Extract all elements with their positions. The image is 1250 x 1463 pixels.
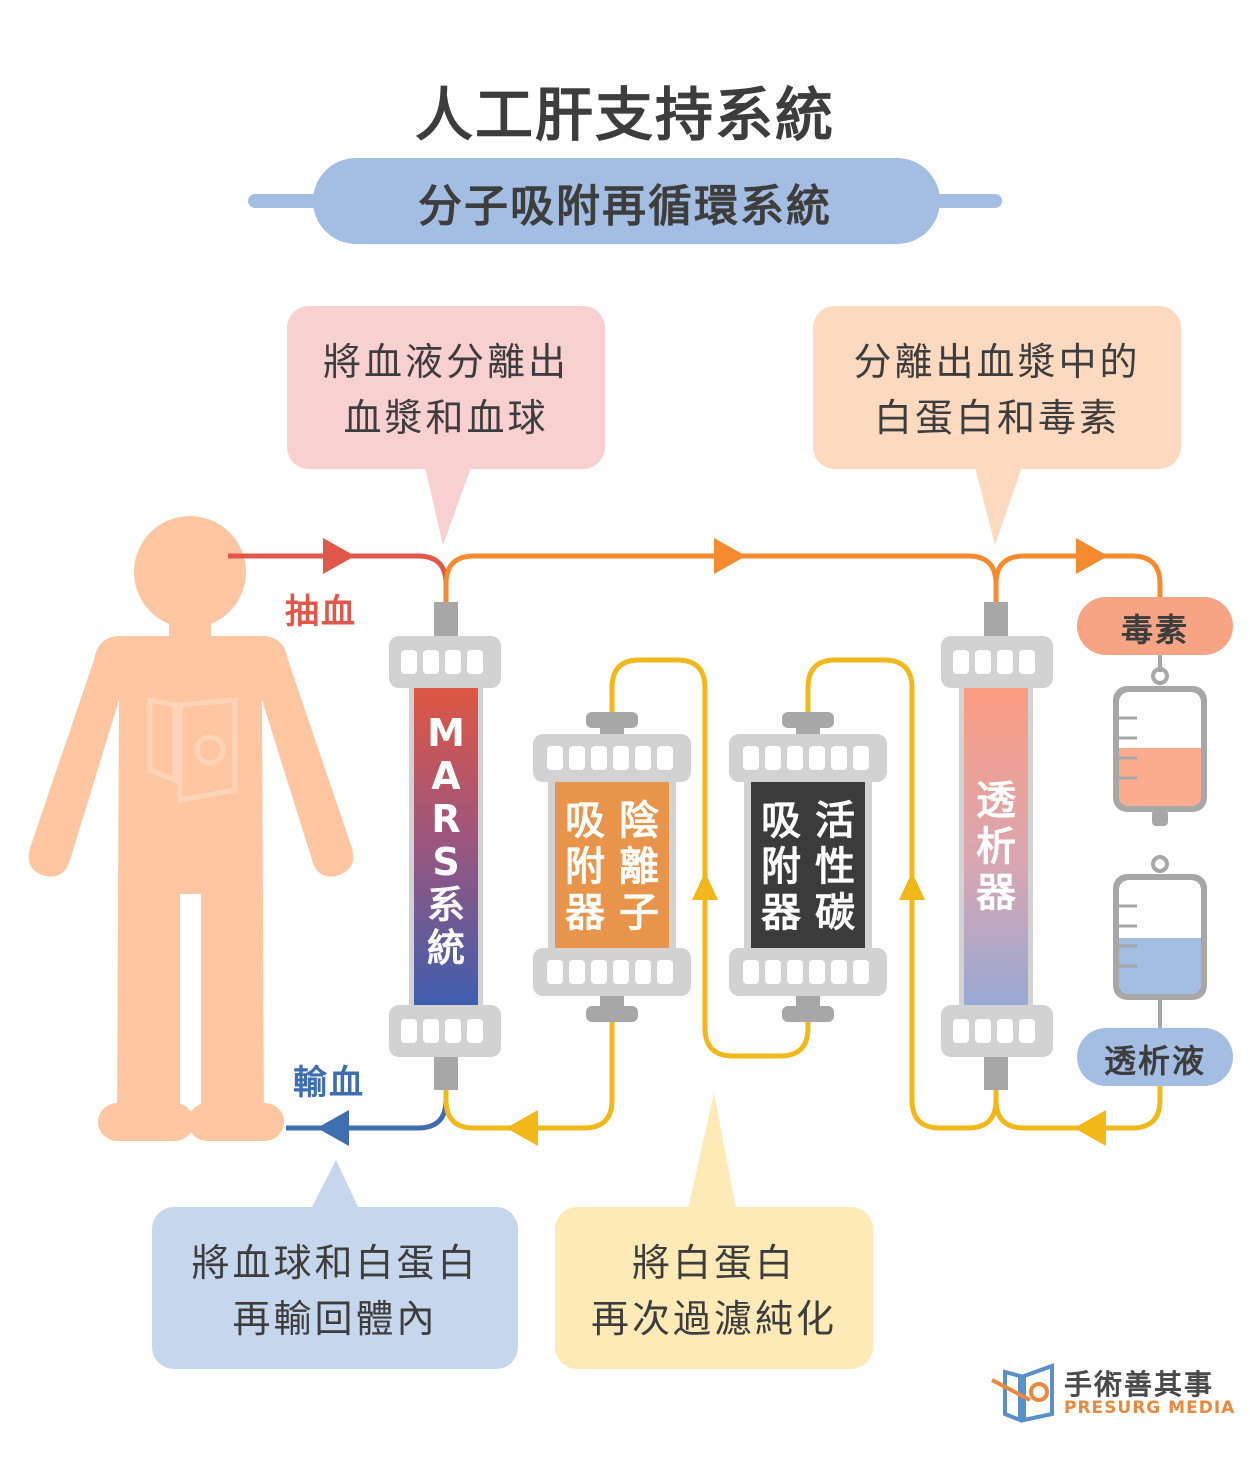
- anion-label-col1: 吸 附 器: [560, 798, 610, 936]
- albumin-arrow-up-1: [692, 872, 718, 900]
- callout-separate-toxins: 分離出血漿中的 白蛋白和毒素: [813, 334, 1181, 446]
- anion-adsorber-column: [533, 712, 691, 1022]
- logo-name: 手術善其事: [1064, 1368, 1215, 1401]
- dialysate-arrow: [1074, 1110, 1106, 1146]
- dialysate-pill: [1077, 1028, 1233, 1086]
- dialysate-bag: [1113, 855, 1207, 1030]
- toxin-arrow: [1076, 538, 1108, 574]
- carbon-char: 器: [761, 890, 801, 936]
- callout-line: 將白蛋白: [631, 1241, 796, 1285]
- transfuse-label: 輸血: [293, 1063, 365, 1103]
- carbon-adsorber-column: [729, 712, 887, 1022]
- subtitle-bar: [248, 158, 1002, 244]
- anion-char: 陰: [619, 798, 659, 844]
- callout-line: 將血液分離出: [322, 340, 569, 384]
- callout-return-blood-bubble: [152, 1160, 518, 1369]
- callout-line: 分離出血漿中的: [853, 340, 1141, 384]
- plasma-arrow: [714, 538, 746, 574]
- dialyzer-column: [941, 602, 1053, 1090]
- albumin-line-carbon-to-anion: [609, 657, 811, 1059]
- dialyzer-char: 析: [976, 824, 1016, 870]
- anion-char: 吸: [565, 798, 605, 844]
- callout-line: 再次過濾純化: [590, 1297, 837, 1341]
- toxin-label: 毒素: [1120, 611, 1189, 649]
- mars-char: A: [431, 754, 461, 798]
- callout-line: 再輸回體內: [232, 1297, 438, 1341]
- transfuse-arrow: [317, 1110, 349, 1146]
- carbon-char: 活: [815, 798, 855, 844]
- carbon-label-col1: 吸 附 器: [756, 798, 806, 936]
- mars-char: 系: [426, 883, 465, 927]
- anion-char: 附: [565, 844, 605, 890]
- callout-line: 血漿和血球: [343, 396, 549, 440]
- dialyzer-label: 透 析 器: [964, 778, 1028, 916]
- draw-blood-label: 抽血: [285, 592, 357, 632]
- toxin-bag: [1113, 655, 1207, 826]
- anion-label-col2: 陰 離 子: [614, 798, 664, 936]
- carbon-label-col2: 活 性 碳: [810, 798, 860, 936]
- presurg-logo-icon: [991, 1363, 1054, 1423]
- albumin-arrow-left: [506, 1110, 538, 1146]
- anion-char: 器: [565, 890, 605, 936]
- dialyzer-char: 器: [976, 870, 1016, 916]
- mars-column: [389, 602, 501, 1090]
- dialysate-line: [993, 1058, 1163, 1131]
- albumin-arrow-up-2: [899, 872, 925, 900]
- mars-char: M: [427, 711, 465, 755]
- carbon-char: 性: [815, 844, 855, 890]
- dialysate-label: 透析液: [1103, 1042, 1206, 1080]
- callout-return-blood: 將血球和白蛋白 再輸回體內: [152, 1235, 518, 1347]
- mars-char: R: [431, 797, 461, 841]
- draw-blood-arrow: [323, 538, 355, 574]
- callout-line: 白蛋白和毒素: [873, 396, 1120, 440]
- carbon-char: 碳: [815, 890, 855, 936]
- callout-line: 將血球和白蛋白: [191, 1241, 479, 1285]
- page-subtitle: 分子吸附再循環系統: [418, 181, 832, 232]
- carbon-char: 吸: [761, 798, 801, 844]
- human-body-figure: [28, 516, 354, 1141]
- anion-char: 子: [619, 890, 659, 936]
- mars-label: M A R S 系 統: [414, 712, 478, 970]
- callout-purify-albumin-bubble: [555, 1093, 873, 1369]
- dialyzer-char: 透: [976, 778, 1016, 824]
- carbon-char: 附: [761, 844, 801, 890]
- callout-separate-cells: 將血液分離出 血漿和血球: [287, 334, 605, 446]
- callout-separate-cells-bubble: [287, 306, 605, 545]
- mars-char: 統: [426, 926, 465, 970]
- chest-logo-watermark: [147, 696, 238, 803]
- logo-subtitle: PRESURG MEDIA: [1064, 1398, 1236, 1418]
- anion-char: 離: [619, 844, 659, 890]
- mars-char: S: [432, 840, 460, 884]
- callout-separate-toxins-bubble: [813, 306, 1181, 545]
- page-title: 人工肝支持系統: [414, 81, 835, 149]
- callout-purify-albumin: 將白蛋白 再次過濾純化: [555, 1235, 873, 1347]
- toxin-pill: [1077, 597, 1233, 655]
